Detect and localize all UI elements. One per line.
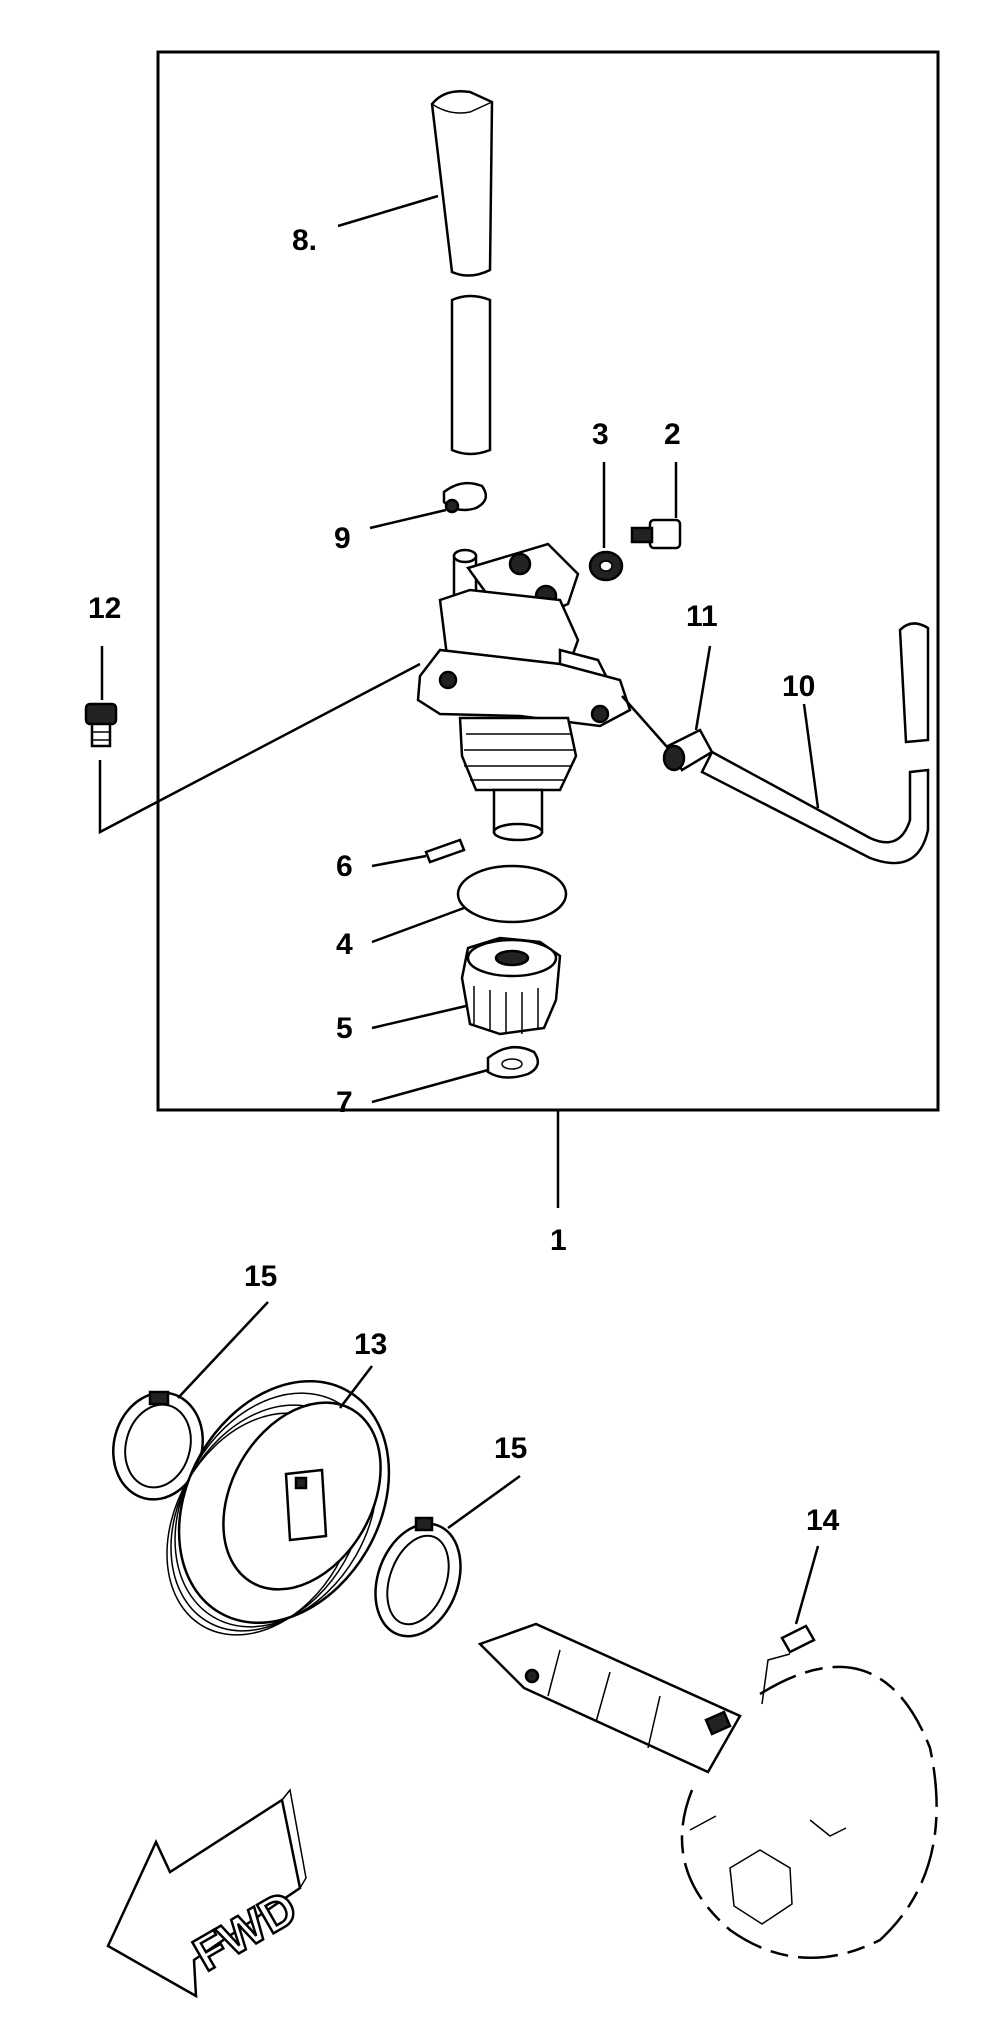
bleed-bolt: [630, 518, 682, 550]
callout-line-14: [794, 1545, 820, 1625]
callout-8: 8.: [292, 224, 317, 257]
callout-5: 5: [336, 1012, 353, 1045]
bolt-guide-line: [98, 662, 421, 835]
callout-line-13: [339, 1365, 373, 1409]
callout-line-6: [371, 854, 427, 868]
callout-1: 1: [550, 1224, 567, 1257]
circlip-right: [374, 1516, 462, 1638]
callout-line-11: [694, 645, 712, 731]
circlip-left: [112, 1390, 204, 1501]
pump-drive-gear: [166, 1379, 391, 1636]
callout-line-7: [371, 1068, 489, 1104]
callout-7: 7: [336, 1086, 353, 1119]
callout-11: 11: [686, 600, 718, 633]
drive-shaft: [477, 1622, 742, 1774]
crank-web: [680, 1653, 938, 1960]
assembly-frame: [156, 50, 940, 1112]
callout-9: 9: [334, 522, 351, 555]
oil-pump-body: [416, 542, 632, 842]
upper-hose: [430, 90, 494, 456]
callout-12: 12: [88, 592, 121, 625]
callout-14: 14: [806, 1504, 840, 1537]
mounting-bolt: [84, 702, 118, 748]
callout-3: 3: [592, 418, 609, 451]
callout-15a: 15: [244, 1260, 277, 1293]
outlet-hose: [700, 622, 930, 865]
callout-4: 4: [336, 928, 353, 961]
washer: [588, 550, 624, 582]
callout-line-4: [371, 906, 465, 944]
callout-6: 6: [336, 850, 353, 883]
callout-line-8: [337, 194, 439, 228]
callout-line-15a: [177, 1301, 269, 1399]
callout-line-5: [371, 1004, 467, 1030]
drive-pin: [424, 838, 466, 864]
crank-pin: [780, 1624, 816, 1654]
callout-15b: 15: [494, 1432, 527, 1465]
o-ring: [456, 864, 568, 924]
callout-line-10: [802, 703, 820, 809]
pump-outlet-line: [621, 695, 669, 749]
fwd-arrow-icon: FWD: [106, 1788, 307, 1999]
callout-line-15b: [447, 1474, 521, 1530]
callout-10: 10: [782, 670, 815, 703]
callout-2: 2: [664, 418, 681, 451]
callout-line-9: [369, 508, 447, 530]
drive-gear: [460, 936, 562, 1036]
hose-clip: [442, 481, 488, 514]
gear-circlip: [486, 1045, 540, 1079]
callout-13: 13: [354, 1328, 387, 1361]
